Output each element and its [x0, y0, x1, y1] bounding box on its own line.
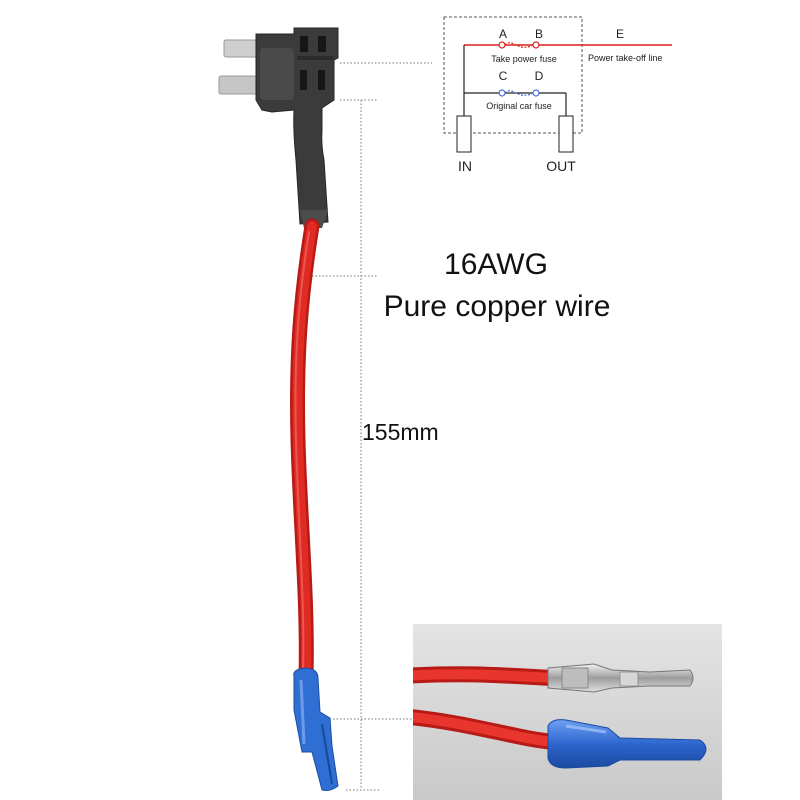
- take-power-fuse-label: Take power fuse: [491, 54, 557, 64]
- red-wire: [290, 218, 320, 684]
- fuse-slot-4: [318, 70, 325, 90]
- original-car-fuse-label: Original car fuse: [486, 101, 552, 111]
- wire-material-label: Pure copper wire: [383, 290, 611, 323]
- fuse-holder-highlight: [260, 48, 294, 100]
- point-c-dot: [498, 89, 506, 97]
- insulated-female-terminal: [547, 719, 707, 769]
- in-label: IN: [458, 158, 472, 174]
- point-b-dot: [532, 41, 540, 49]
- point-e-label: E: [616, 27, 624, 41]
- take-power-fuse-symbol: [504, 42, 534, 48]
- fuse-schematic: [443, 16, 672, 153]
- point-a-dot: [498, 41, 506, 49]
- point-d-dot: [532, 89, 540, 97]
- in-terminal: [456, 115, 472, 153]
- out-terminal: [558, 115, 574, 153]
- wire-length-label: 155mm: [362, 419, 439, 445]
- holder-ridge: [297, 56, 333, 60]
- fuse-slot-3: [300, 70, 307, 90]
- terminal-photo-inset: [413, 624, 722, 800]
- point-b-label: B: [535, 27, 543, 41]
- out-label: OUT: [546, 158, 576, 174]
- fuse-tap-illustration: [218, 27, 339, 228]
- point-c-label: C: [499, 69, 508, 83]
- power-takeoff-line-label: Power take-off line: [588, 53, 662, 63]
- point-d-label: D: [535, 69, 544, 83]
- photo-background: [413, 624, 722, 800]
- schematic-frame: [443, 16, 583, 134]
- point-a-label: A: [499, 27, 507, 41]
- fuse-slot-2: [318, 36, 326, 52]
- blue-terminal: [293, 667, 339, 791]
- wire-gauge-label: 16AWG: [444, 248, 548, 281]
- original-car-fuse-symbol: [504, 90, 534, 96]
- fuse-slot-1: [300, 36, 308, 52]
